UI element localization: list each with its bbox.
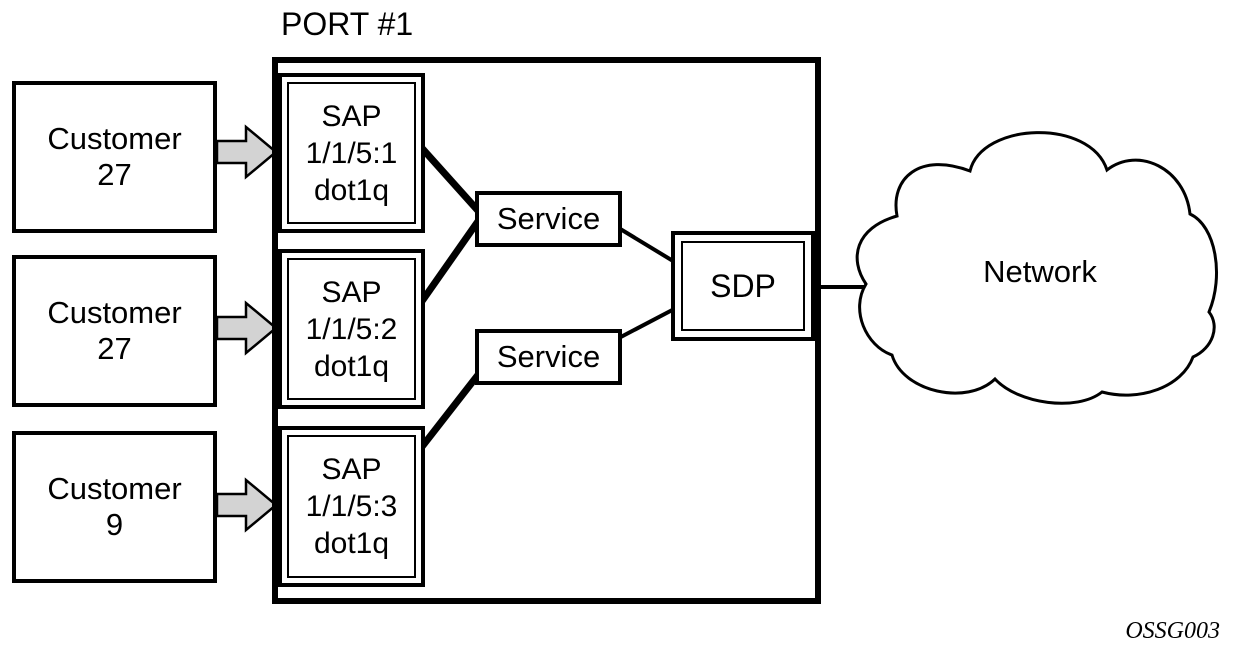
sdp-label: SDP (710, 267, 776, 304)
sap-id: 1/1/5:1 (305, 136, 398, 170)
connector-service1-to-sdp (615, 225, 680, 266)
customer-id: 27 (97, 157, 132, 192)
service-label: Service (496, 201, 601, 236)
sap-title: SAP (321, 453, 382, 486)
port-box (272, 57, 821, 604)
sap-title: SAP (321, 99, 382, 133)
connector-sap3-to-service2 (418, 368, 484, 451)
customer-box-2: Customer 27 (12, 255, 217, 407)
figure-code: OSSG003 (1125, 618, 1220, 644)
connector-service2-to-sdp (616, 305, 679, 341)
customer-box-1: Customer 27 (12, 81, 217, 233)
connector-sap1-to-service1 (417, 143, 484, 217)
sap-box-2-inner: SAP 1/1/5:2 dot1q (287, 258, 416, 400)
sdp-box: SDP (671, 231, 815, 341)
sap-box-1-inner: SAP 1/1/5:1 dot1q (287, 82, 416, 224)
sap-encap: dot1q (313, 527, 390, 560)
service-box-1: Service (475, 191, 622, 247)
sap-box-3: SAP 1/1/5:3 dot1q (278, 426, 425, 587)
sap-id: 1/1/5:3 (305, 490, 398, 523)
network-cloud-icon (855, 131, 1218, 405)
sap-box-2: SAP 1/1/5:2 dot1q (278, 249, 425, 409)
customer-id: 9 (105, 507, 124, 542)
sap-encap: dot1q (313, 349, 390, 383)
flow-arrow-icon-1 (215, 124, 278, 180)
customer-box-3: Customer 9 (12, 431, 217, 583)
sap-box-3-inner: SAP 1/1/5:3 dot1q (287, 435, 416, 578)
network-label: Network (983, 254, 1097, 289)
flow-arrow-icon-2 (215, 300, 278, 356)
sap-id: 1/1/5:2 (305, 312, 398, 346)
sdp-box-inner: SDP (681, 241, 805, 331)
customer-name: Customer (47, 295, 182, 330)
sap-encap: dot1q (313, 173, 390, 207)
connector-sap2-to-service1 (417, 214, 484, 307)
customer-name: Customer (47, 471, 182, 506)
sap-box-1: SAP 1/1/5:1 dot1q (278, 73, 425, 233)
sap-title: SAP (321, 275, 382, 309)
port-label: PORT #1 (281, 6, 414, 42)
customer-id: 27 (97, 331, 132, 366)
service-box-2: Service (475, 329, 622, 385)
customer-name: Customer (47, 121, 182, 156)
service-label: Service (496, 339, 601, 374)
flow-arrow-icon-3 (215, 477, 278, 533)
